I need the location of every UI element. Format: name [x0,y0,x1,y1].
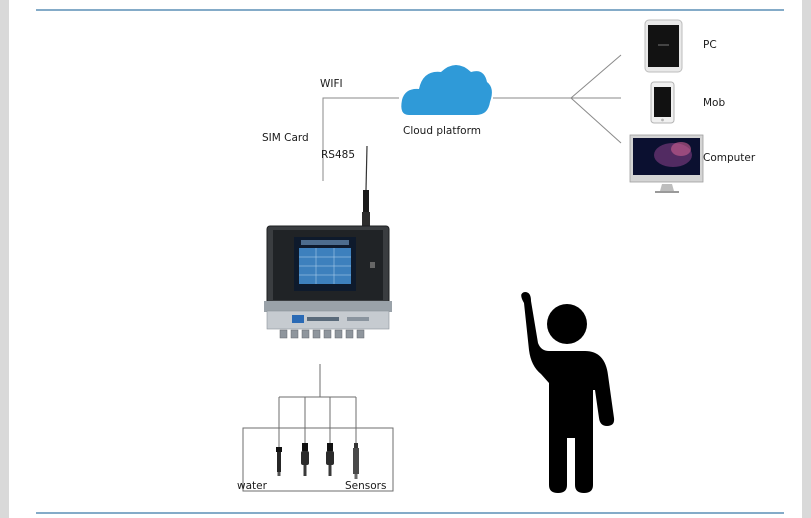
device-fan-lines [570,54,622,144]
probe-4 [353,443,359,479]
rs485-label: RS485 [321,149,356,161]
diagram-graphics [36,9,784,514]
antenna-icon [362,145,370,226]
pc-label: PC [703,39,717,51]
tablet-icon [644,19,683,73]
wifi-link-line [322,97,399,181]
sensors-label: Sensors [345,480,387,492]
person-figure [521,292,615,493]
mob-label: Mob [703,97,726,109]
probe-2 [301,443,309,476]
probe-3 [326,443,334,476]
wifi-label: WIFI [320,78,343,90]
computer-label: Computer [703,152,756,164]
sensor-wiring [278,364,357,448]
phone-icon [650,81,675,124]
sensor-box [242,427,394,492]
cloud-platform-label: Cloud platform [403,125,481,137]
diagram-canvas: WIFI SIM Card RS485 Cloud platform PC Mo… [9,0,802,518]
cloud-icon [401,65,492,115]
monitor-icon [629,134,704,193]
controller-device [264,225,392,339]
probe-1 [276,447,282,476]
water-label: water [237,480,267,492]
sim-card-label: SIM Card [262,132,309,144]
